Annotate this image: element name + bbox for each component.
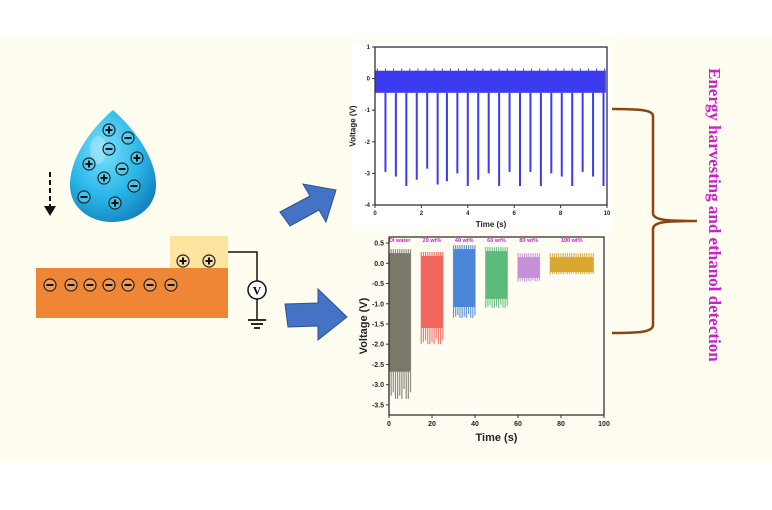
y-tick-label: -2.5 bbox=[372, 362, 384, 369]
y-tick-label: -1.0 bbox=[372, 301, 384, 308]
negative-charge-icon bbox=[164, 278, 178, 292]
series-60-wt-: 60 wt% bbox=[485, 238, 508, 308]
series-label: 20 wt% bbox=[423, 238, 442, 244]
x-tick-label: 2 bbox=[420, 211, 424, 217]
x-axis-label: Time (s) bbox=[476, 432, 518, 444]
series-100-wt-: 100 wt% bbox=[549, 238, 594, 275]
y-tick-label: -2 bbox=[365, 140, 371, 146]
x-tick-label: 40 bbox=[471, 421, 479, 428]
x-tick-label: 10 bbox=[604, 211, 611, 217]
positive-charge-icon bbox=[82, 157, 96, 171]
series-label: 80 wt% bbox=[519, 238, 538, 244]
x-tick-label: 20 bbox=[428, 421, 436, 428]
droplet-highlight bbox=[90, 136, 106, 164]
x-tick-label: 60 bbox=[514, 421, 522, 428]
negative-charge-icon bbox=[83, 278, 97, 292]
plot-frame bbox=[374, 46, 608, 206]
y-tick-label: -2.0 bbox=[372, 342, 384, 349]
positive-charge-icon bbox=[176, 254, 190, 268]
series-80-wt-: 80 wt% bbox=[517, 238, 541, 282]
y-axis-label: Voltage (V) bbox=[348, 105, 357, 147]
series-label: DI water bbox=[389, 238, 411, 244]
x-tick-label: 0 bbox=[387, 421, 391, 428]
series-label: 60 wt% bbox=[487, 238, 506, 244]
negative-charge-icon bbox=[102, 278, 116, 292]
ethanol-concentration-chart: DI water 20 wt% 40 wt% 60 wt% 80 wt% 100 wt% 0… bbox=[358, 236, 610, 444]
curly-brace bbox=[611, 107, 698, 335]
series-40-wt-: 40 wt% bbox=[452, 238, 476, 318]
x-tick-label: 6 bbox=[513, 211, 517, 217]
y-tick-label: -0.5 bbox=[372, 281, 384, 288]
negative-charge-icon bbox=[64, 278, 78, 292]
fall-arrowhead-icon bbox=[44, 206, 56, 216]
x-tick-label: 0 bbox=[373, 211, 377, 217]
y-tick-label: -3.0 bbox=[372, 382, 384, 389]
series-di-water: DI water bbox=[388, 238, 411, 399]
series-label: 100 wt% bbox=[561, 238, 583, 244]
negative-charge-icon bbox=[43, 278, 57, 292]
y-tick-label: 0.5 bbox=[374, 241, 384, 248]
y-tick-label: -3.5 bbox=[372, 402, 384, 409]
series-20-wt-: 20 wt% bbox=[420, 238, 444, 345]
surface-charges bbox=[43, 254, 216, 292]
positive-charge-icon bbox=[97, 171, 111, 185]
positive-charge-icon bbox=[130, 151, 144, 165]
arrow-to-top-chart-icon bbox=[279, 183, 337, 227]
x-axis-label: Time (s) bbox=[476, 220, 507, 229]
x-tick-label: 4 bbox=[466, 211, 470, 217]
y-tick-label: 0.0 bbox=[374, 261, 384, 268]
y-tick-label: -1 bbox=[365, 108, 371, 114]
negative-charge-icon bbox=[115, 162, 129, 176]
y-tick-label: -1.5 bbox=[372, 321, 384, 328]
y-tick-label: 1 bbox=[367, 45, 371, 51]
droplet-ions bbox=[77, 123, 144, 210]
negative-charge-icon bbox=[127, 179, 141, 193]
y-axis-label: Voltage (V) bbox=[358, 297, 370, 354]
voltmeter-label: V bbox=[253, 284, 262, 298]
y-tick-label: -3 bbox=[365, 171, 371, 177]
positive-charge-icon bbox=[102, 123, 116, 137]
ground-icon bbox=[248, 319, 266, 329]
x-tick-label: 100 bbox=[598, 421, 610, 428]
arrow-to-bottom-chart-icon bbox=[284, 287, 348, 342]
plot-frame bbox=[388, 236, 605, 416]
negative-charge-icon bbox=[143, 278, 157, 292]
positive-charge-icon bbox=[108, 196, 122, 210]
series-label: 40 wt% bbox=[455, 238, 474, 244]
wire bbox=[228, 251, 258, 281]
positive-charge-icon bbox=[202, 254, 216, 268]
negative-charge-icon bbox=[121, 131, 135, 145]
y-tick-label: 0 bbox=[367, 77, 371, 83]
x-tick-label: 80 bbox=[557, 421, 565, 428]
signal-band bbox=[375, 70, 606, 93]
negative-charge-icon bbox=[77, 190, 91, 204]
side-label: Energy harvesting and ethanol detection bbox=[705, 68, 724, 362]
x-tick-label: 8 bbox=[559, 211, 563, 217]
negative-charge-icon bbox=[102, 142, 116, 156]
y-tick-label: -4 bbox=[365, 203, 371, 209]
dielectric-slab bbox=[36, 268, 228, 318]
negative-charge-icon bbox=[121, 278, 135, 292]
